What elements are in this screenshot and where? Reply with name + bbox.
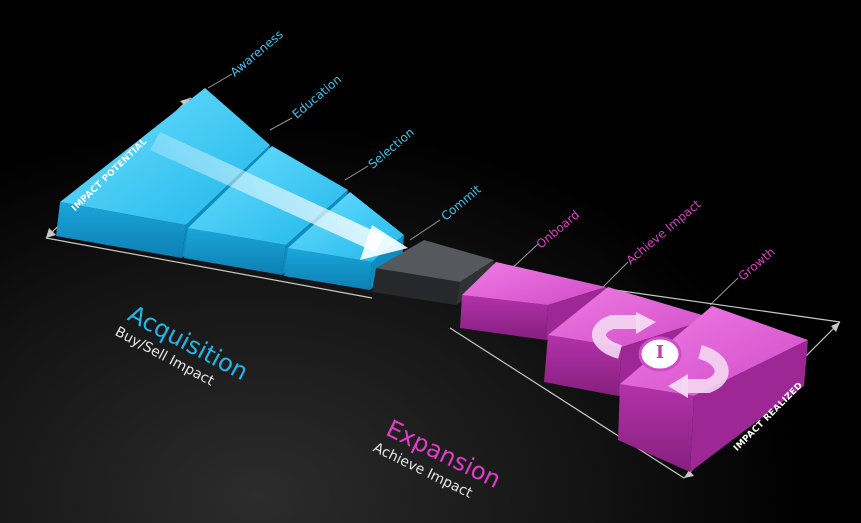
growth-leader <box>710 278 738 305</box>
commit-leader <box>410 220 440 240</box>
selection-leader <box>345 166 368 180</box>
achieve-impact-leader <box>600 262 628 290</box>
acquisition-funnel <box>56 88 408 290</box>
impact-symbol: I <box>652 343 668 363</box>
expansion-funnel <box>460 262 808 472</box>
awareness-leader <box>208 74 232 88</box>
education-leader <box>270 118 292 130</box>
